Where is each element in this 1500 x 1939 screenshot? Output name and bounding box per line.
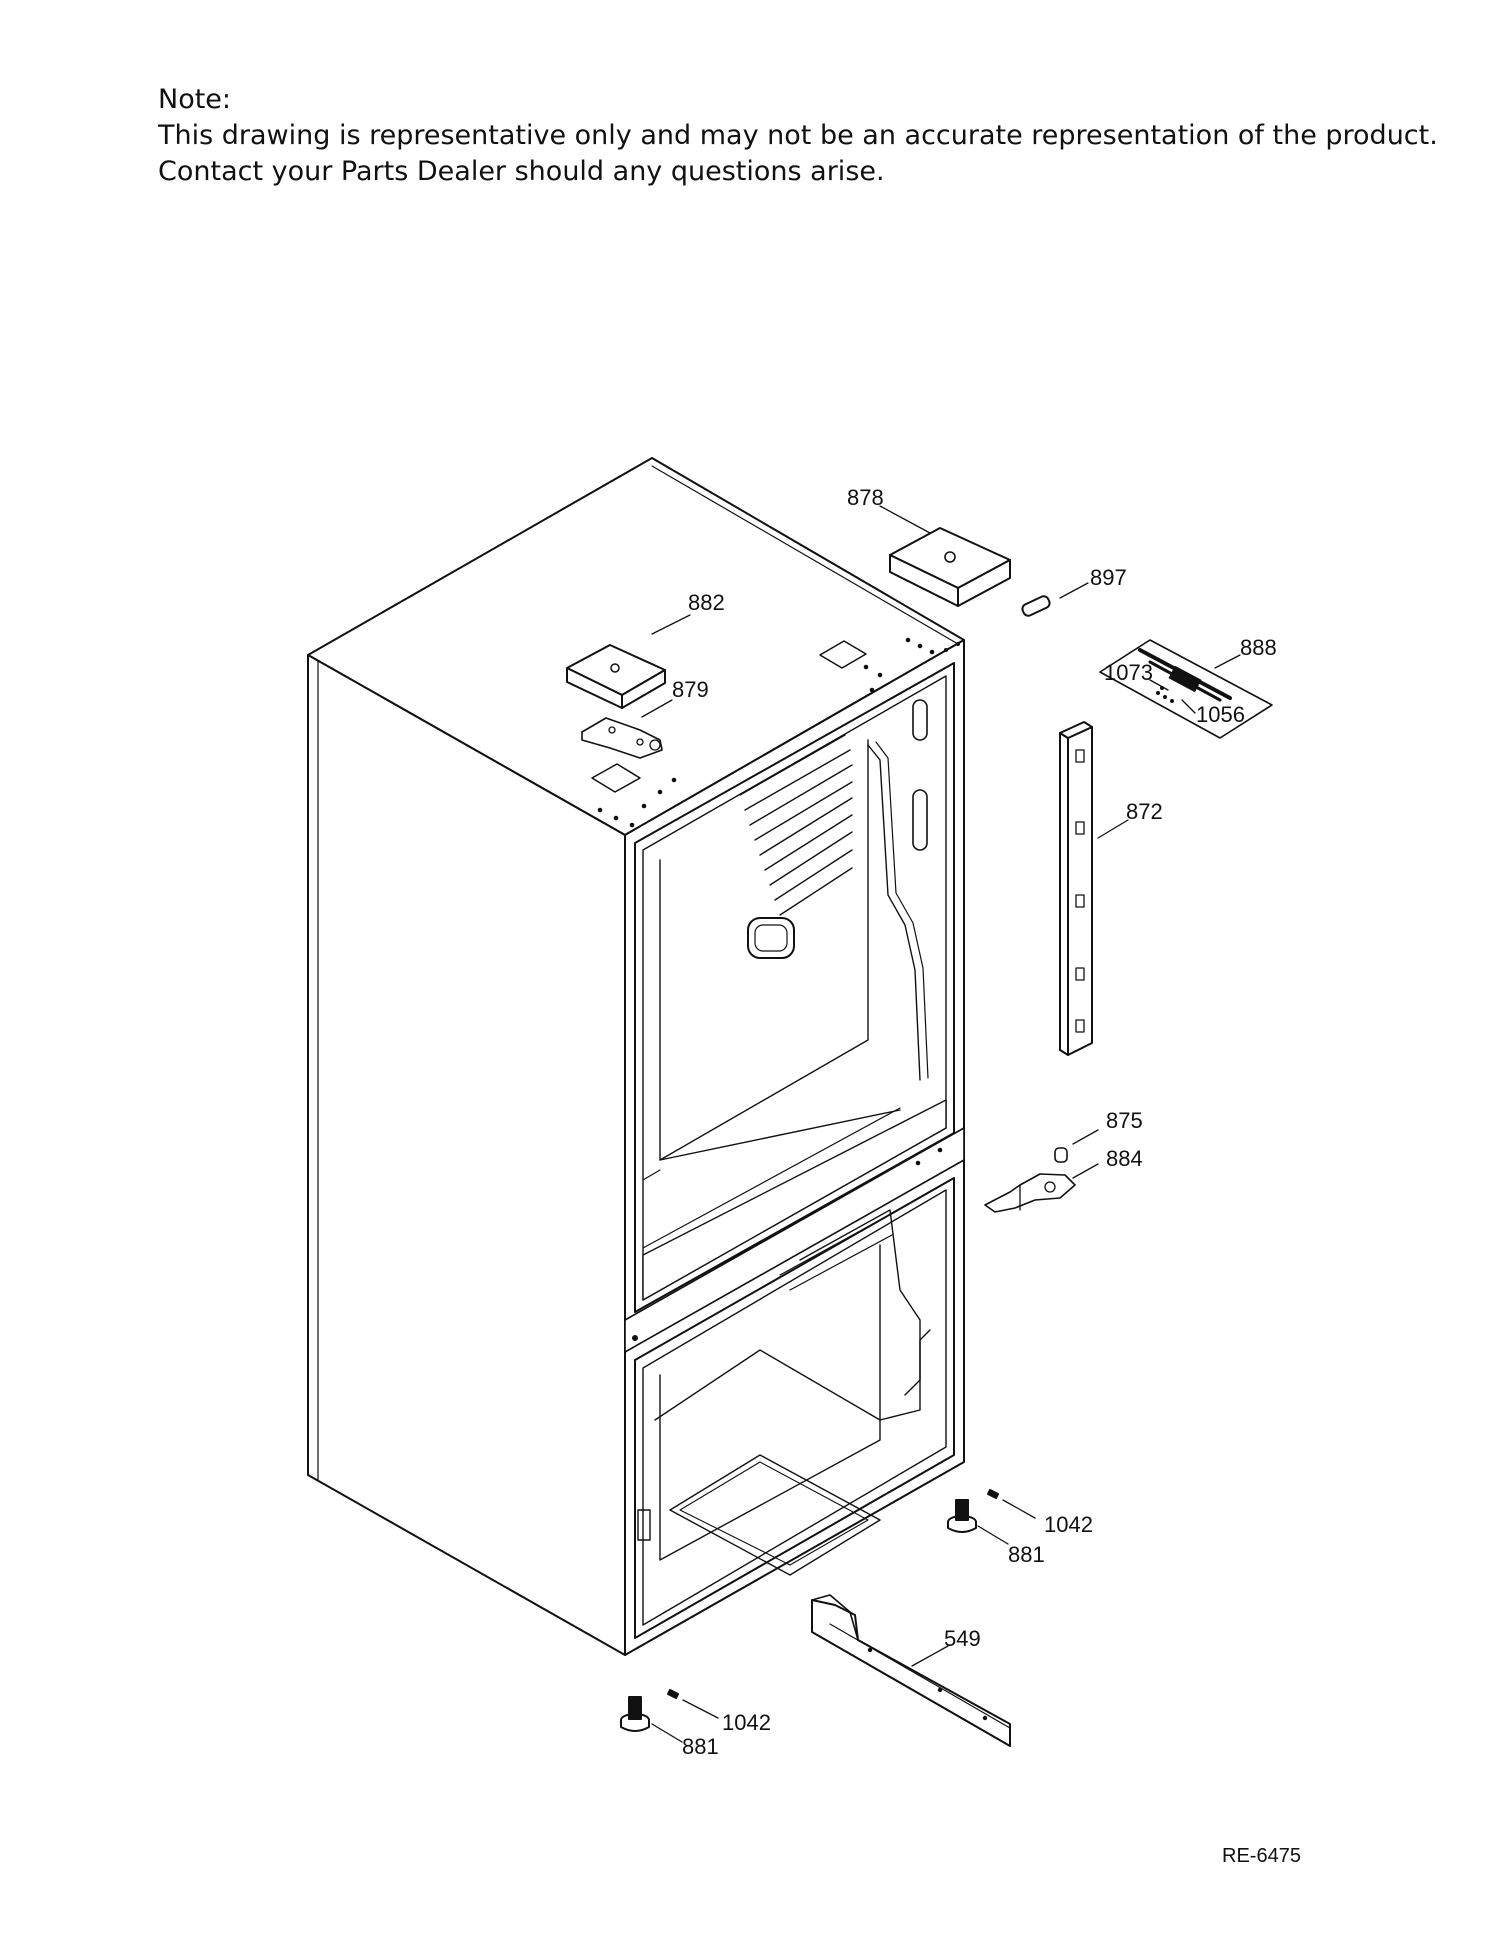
freezer-basket-rim bbox=[654, 1329, 931, 1421]
leader-879 bbox=[641, 699, 673, 718]
cabinet-front-frame bbox=[624, 639, 965, 1656]
evaporator-fins bbox=[739, 734, 853, 916]
leader-897 bbox=[1059, 582, 1089, 599]
callout-878: 878 bbox=[847, 485, 884, 510]
leader-882 bbox=[651, 614, 691, 635]
disclaimer-note: Note: This drawing is representative onl… bbox=[158, 82, 1438, 190]
leader-549 bbox=[911, 1645, 949, 1667]
leader-888 bbox=[1214, 654, 1241, 669]
part-875-hinge-pin bbox=[1054, 1147, 1068, 1163]
leader-884 bbox=[1072, 1163, 1099, 1179]
callout-888: 888 bbox=[1240, 635, 1277, 660]
callout-1056: 1056 bbox=[1196, 702, 1245, 727]
leader-881-left bbox=[651, 1723, 683, 1743]
fresh-food-shelf-ledge bbox=[642, 1099, 947, 1301]
callout-884: 884 bbox=[1106, 1146, 1143, 1171]
part-1042-right-screw bbox=[987, 1489, 999, 1499]
callout-897: 897 bbox=[1090, 565, 1127, 590]
mullion-divider bbox=[624, 1127, 965, 1353]
part-881-left-leveling-leg bbox=[620, 1696, 650, 1732]
part-888-rating-label bbox=[1099, 639, 1273, 739]
top-vent-rear bbox=[819, 640, 867, 669]
part-878-hinge-cover bbox=[889, 527, 1011, 607]
note-line-2: Contact your Parts Dealer should any que… bbox=[158, 156, 885, 187]
note-heading: Note: bbox=[158, 84, 232, 115]
callout-881-left: 881 bbox=[682, 1734, 719, 1759]
callout-1042-right: 1042 bbox=[1044, 1512, 1093, 1537]
top-vent-front bbox=[591, 763, 641, 793]
leader-1056 bbox=[1181, 699, 1196, 714]
part-549-bracket bbox=[811, 1594, 1011, 1747]
callout-1073: 1073 bbox=[1104, 660, 1153, 685]
leader-878 bbox=[879, 505, 931, 534]
freezer-opening-outer bbox=[634, 1177, 955, 1639]
leader-1042-left bbox=[682, 1699, 719, 1719]
drawing-reference-id: RE-6475 bbox=[1222, 1845, 1301, 1867]
callout-1042-left: 1042 bbox=[722, 1710, 771, 1735]
leader-872 bbox=[1097, 819, 1129, 839]
part-884-center-hinge bbox=[984, 1173, 1076, 1213]
part-1042-left-screw bbox=[667, 1689, 679, 1699]
leader-1042-right bbox=[1002, 1499, 1036, 1519]
liner-side-contour bbox=[867, 744, 921, 1081]
callout-549: 549 bbox=[944, 1626, 981, 1651]
liner-slot-lower bbox=[912, 789, 928, 851]
callout-882: 882 bbox=[688, 590, 725, 615]
part-881-right-leveling-leg bbox=[947, 1499, 977, 1533]
part-872-hinge-bracket bbox=[1059, 721, 1093, 1056]
note-line-1: This drawing is representative only and … bbox=[158, 120, 1438, 151]
callout-872: 872 bbox=[1126, 799, 1163, 824]
callout-879: 879 bbox=[672, 677, 709, 702]
part-882-hinge-cover bbox=[566, 644, 666, 709]
callout-881-right: 881 bbox=[1008, 1542, 1045, 1567]
air-damper-opening bbox=[747, 917, 795, 959]
leader-875 bbox=[1072, 1129, 1099, 1145]
top-screw-holes bbox=[597, 637, 960, 828]
callout-875: 875 bbox=[1106, 1108, 1143, 1133]
refrigerator-cabinet bbox=[307, 457, 965, 1656]
leader-1073 bbox=[1149, 679, 1169, 691]
part-879-top-hinge bbox=[581, 717, 663, 759]
leader-881-right bbox=[977, 1525, 1009, 1545]
liner-back-edge bbox=[659, 739, 869, 1161]
freezer-liner-back bbox=[659, 1244, 881, 1561]
freezer-floor-recess bbox=[669, 1454, 881, 1576]
liner-slot-upper bbox=[912, 699, 928, 741]
part-897-hinge-cap bbox=[1021, 595, 1051, 617]
